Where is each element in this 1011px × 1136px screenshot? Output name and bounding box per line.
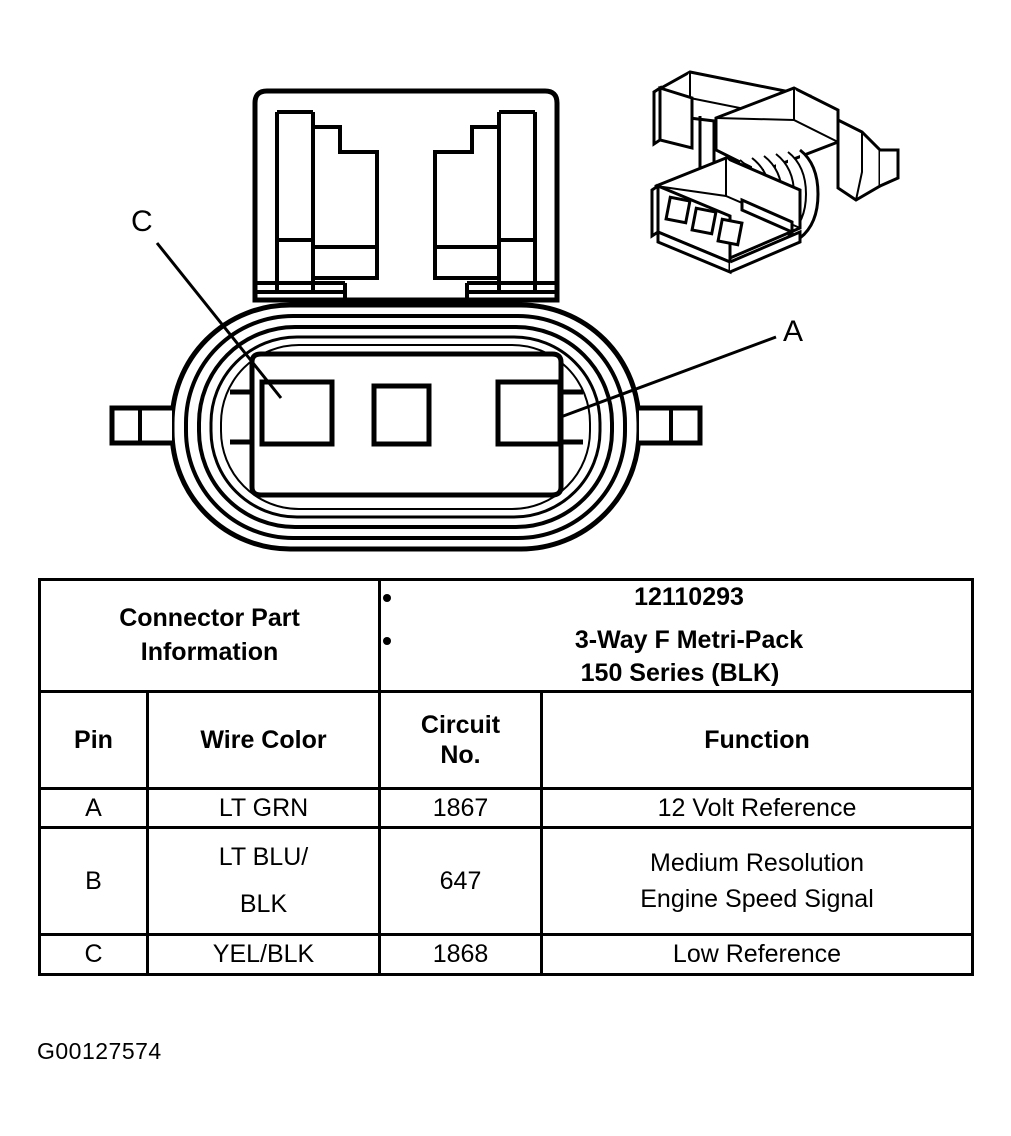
function-line1: Medium Resolution [650, 849, 864, 877]
cell-wire-color-c: YEL/BLK [146, 933, 381, 976]
cell-wire-color-a: LT GRN [146, 786, 381, 830]
connector-information-table: Connector Part Information 12110293 3-Wa… [38, 578, 974, 976]
connector-figure: C A [109, 70, 900, 552]
cpi-label-line2: Information [140, 637, 279, 666]
part-description: 3-Way F Metri-Pack [574, 626, 804, 654]
cell-pin-a: A [38, 786, 149, 830]
column-header-pin: Pin [38, 690, 149, 790]
cell-function-c: Low Reference [540, 933, 974, 976]
list-item: 12110293 [381, 581, 971, 614]
function-line2: Engine Speed Signal [640, 885, 874, 914]
connector-part-information-row: Connector Part Information 12110293 3-Wa… [38, 578, 974, 693]
cell-pin-c: C [38, 933, 149, 976]
figure-caption: G00127574 [37, 1038, 162, 1064]
cavity-a [495, 379, 563, 447]
front-view-upper-housing [252, 88, 560, 303]
callout-label-c: C [131, 205, 154, 238]
column-header-circuit-no: Circuit No. [378, 690, 543, 790]
cell-circuit-no-c: 1868 [378, 933, 543, 976]
column-header-function: Function [540, 690, 974, 790]
cell-wire-color-b: LT BLU/ BLK [146, 826, 381, 937]
wire-color-line1: LT BLU/ [218, 842, 309, 871]
circuit-header-line1: Circuit [420, 711, 501, 739]
cell-function-a: 12 Volt Reference [540, 786, 974, 830]
part-description-line2: 150 Series (BLK) [580, 659, 780, 687]
circuit-header-line2: No. [440, 741, 481, 769]
cavity-b [371, 383, 432, 447]
connector-isometric-view [650, 70, 900, 275]
cell-function-b: Medium Resolution Engine Speed Signal [540, 826, 974, 937]
connector-part-information-label: Connector Part Information [38, 578, 381, 693]
table-row: C YEL/BLK 1868 Low Reference [38, 933, 974, 976]
cell-circuit-no-a: 1867 [378, 786, 543, 830]
connector-part-information-values: 12110293 3-Way F Metri-Pack 150 Series (… [378, 578, 974, 693]
callout-leader-lines [155, 242, 777, 420]
cell-circuit-no-b: 647 [378, 826, 543, 937]
table-row: B LT BLU/ BLK 647 Medium Resolution Engi… [38, 826, 974, 937]
part-number: 12110293 [634, 583, 744, 611]
cell-pin-b: B [38, 826, 149, 937]
callout-label-a: A [783, 315, 804, 348]
column-header-wire-color: Wire Color [146, 690, 381, 790]
cavity-c [259, 379, 335, 447]
front-view-shell [109, 302, 703, 552]
cpi-label-line1: Connector Part [119, 603, 300, 632]
table-row: A LT GRN 1867 12 Volt Reference [38, 786, 974, 830]
wire-color-line2: BLK [239, 890, 288, 919]
list-item: 3-Way F Metri-Pack 150 Series (BLK) [381, 624, 971, 690]
table-header-row: Pin Wire Color Circuit No. Function [38, 690, 974, 790]
